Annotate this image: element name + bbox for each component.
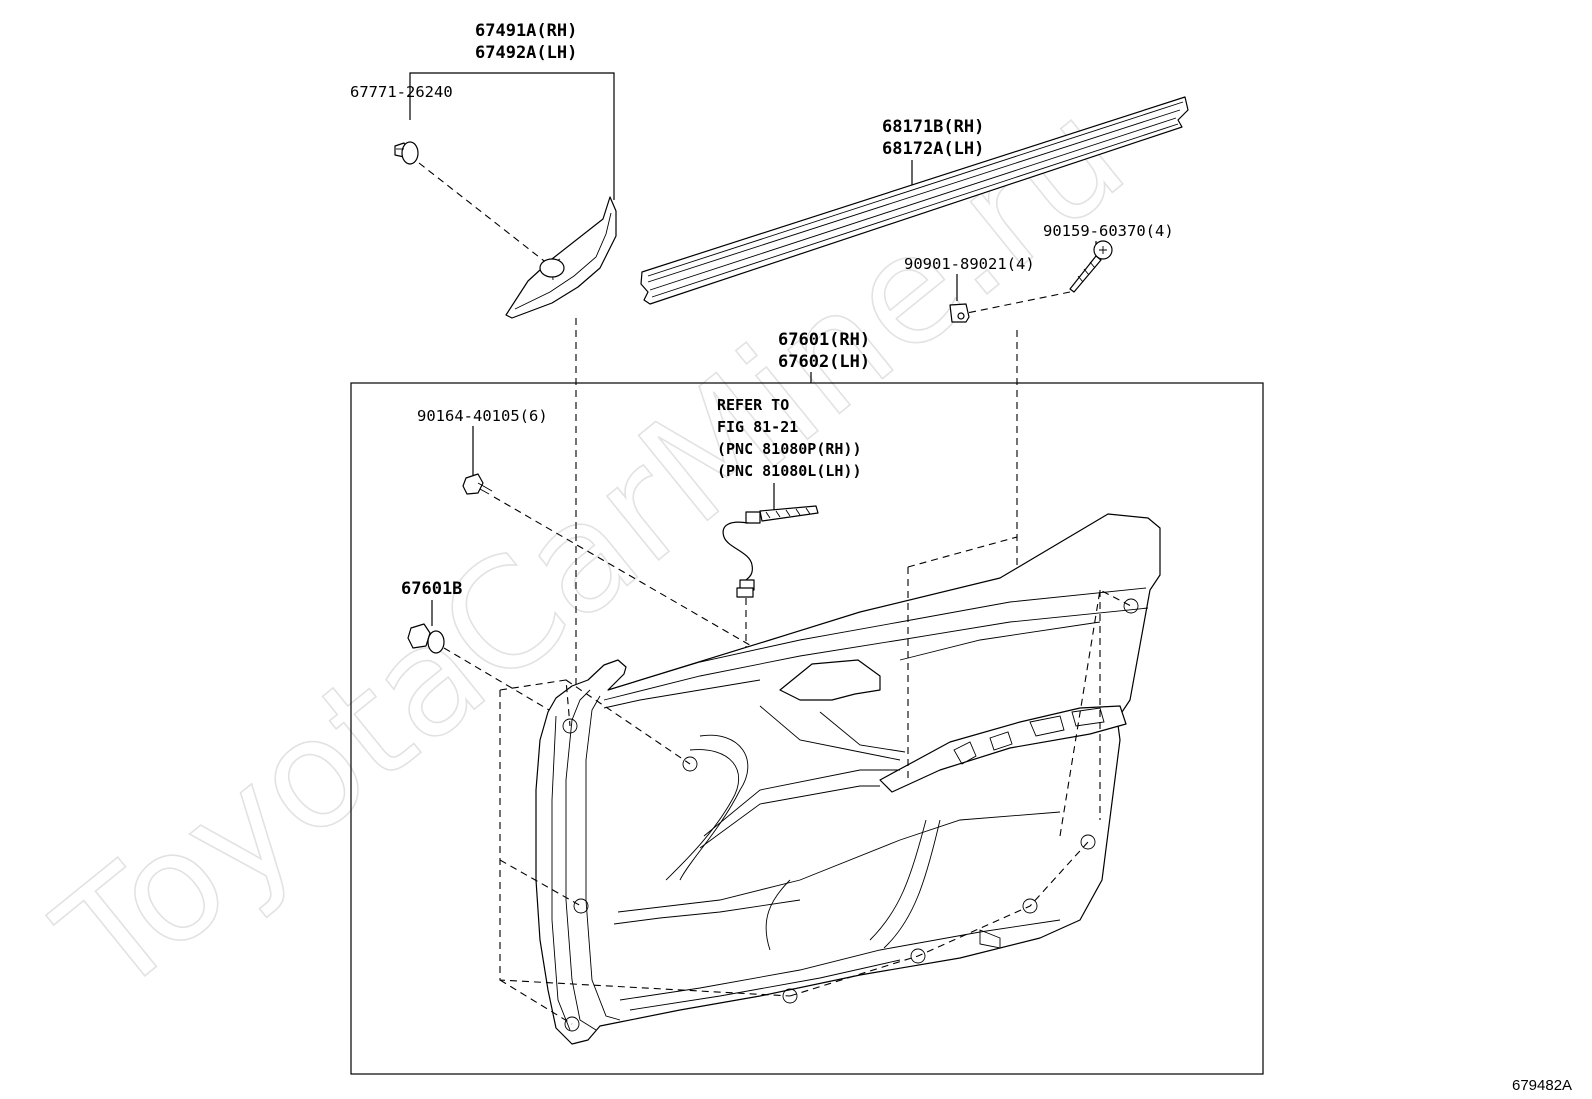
clip-hole — [562, 718, 578, 734]
refer-line-4: (PNC 81080L(LH)) — [717, 462, 862, 480]
panel-lh-label: 67602(LH) — [778, 352, 870, 372]
garnish-rh-label: 67491A(RH) — [475, 21, 577, 41]
nut-label: 90901-89021(4) — [904, 255, 1035, 273]
clip-panel-label: 67601B — [401, 579, 462, 599]
clip-hole — [782, 988, 798, 1004]
clip-top-icon — [394, 141, 419, 165]
weatherstrip-rh-label: 68171B(RH) — [882, 117, 984, 137]
refer-line-3: (PNC 81080P(RH)) — [717, 440, 862, 458]
refer-line-1: REFER TO — [717, 396, 789, 414]
clip-top-label: 67771-26240 — [350, 83, 453, 101]
clip-hole — [682, 756, 698, 772]
refer-line-2: FIG 81-21 — [717, 418, 798, 436]
clip-hole — [1022, 898, 1038, 914]
screw-icon — [1069, 240, 1113, 293]
door-trim-panel — [535, 513, 1161, 1045]
panel-callout: 67601(RH) 67602(LH) — [778, 330, 870, 383]
clip-panel-icon — [407, 623, 445, 654]
panel-rh-label: 67601(RH) — [778, 330, 870, 350]
refer-note: REFER TO FIG 81-21 (PNC 81080P(RH)) (PNC… — [717, 396, 862, 512]
clip-hole — [910, 948, 926, 964]
panel-frame — [350, 382, 1264, 1075]
clip-mid-label: 90164-40105(6) — [417, 407, 548, 425]
clip-hole — [1080, 834, 1096, 850]
weatherstrip-lh-label: 68172A(LH) — [882, 139, 984, 159]
garnish-part — [505, 196, 617, 319]
garnish-callout: 67491A(RH) 67492A(LH) — [409, 21, 615, 200]
clip-hole — [564, 1016, 580, 1032]
weatherstrip-callout: 68171B(RH) 68172A(LH) — [882, 117, 984, 186]
leader-lines — [499, 536, 1132, 1025]
weatherstrip-part — [640, 96, 1189, 305]
screw-label: 90159-60370(4) — [1043, 222, 1174, 240]
garnish-lh-label: 67492A(LH) — [475, 43, 577, 63]
clip-mid-icon — [462, 473, 493, 495]
diagram-code: 679482A — [1512, 1077, 1572, 1094]
nut-icon — [949, 303, 970, 323]
harness-part — [722, 505, 819, 598]
clip-hole — [1123, 598, 1139, 614]
clip-hole — [573, 898, 589, 914]
